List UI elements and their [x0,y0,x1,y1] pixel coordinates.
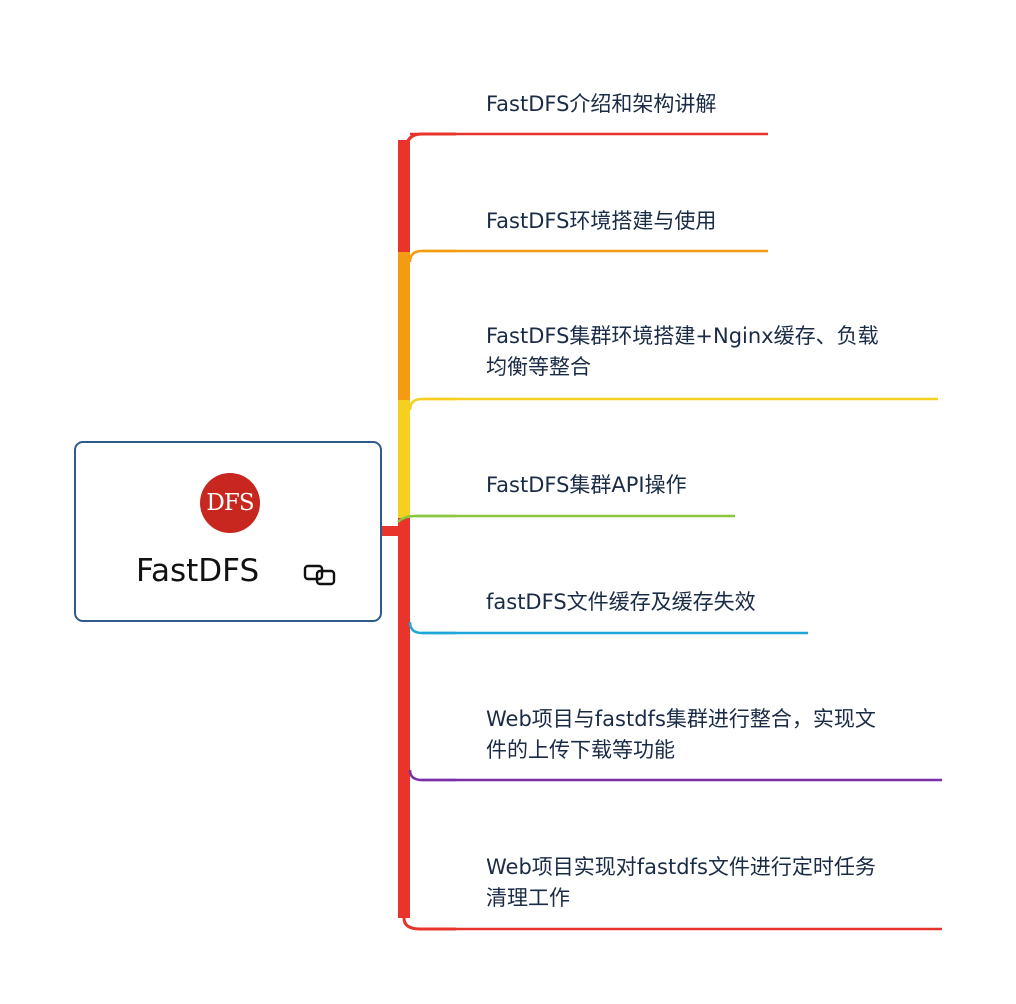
branch-label-6[interactable]: Web项目与fastdfs集群进行整合，实现文 件的上传下载等功能 [486,707,876,762]
spine-segment-4 [398,518,410,918]
root-title: FastDFS [136,553,260,589]
branch-label-5[interactable]: fastDFS文件缓存及缓存失效 [486,590,756,614]
branch-label-3[interactable]: FastDFS集群环境搭建+Nginx缓存、负载 均衡等整合 [486,324,879,379]
branch-curve-7 [402,917,456,931]
branch-label-7[interactable]: Web项目实现对fastdfs文件进行定时任务 清理工作 [486,855,876,910]
spine-segment-1 [398,140,410,252]
spine-segment-2 [398,252,410,400]
branch-curve-5 [408,621,456,635]
link-icon[interactable] [302,563,338,587]
branch-label-4[interactable]: FastDFS集群API操作 [486,473,687,497]
spine-segment-red-top [404,132,456,151]
spine-segment-3 [398,400,410,518]
branch-label-2[interactable]: FastDFS环境搭建与使用 [486,209,717,233]
branch-curve-4 [397,514,456,523]
dfs-logo: DFS [200,473,260,533]
branch-curve-6 [408,769,456,782]
branch-label-1[interactable]: FastDFS介绍和架构讲解 [486,92,717,116]
branch-curve-3 [408,397,456,411]
root-node[interactable]: DFS FastDFS [74,441,382,622]
root-connector [382,526,406,536]
branch-curve-2 [408,249,456,263]
